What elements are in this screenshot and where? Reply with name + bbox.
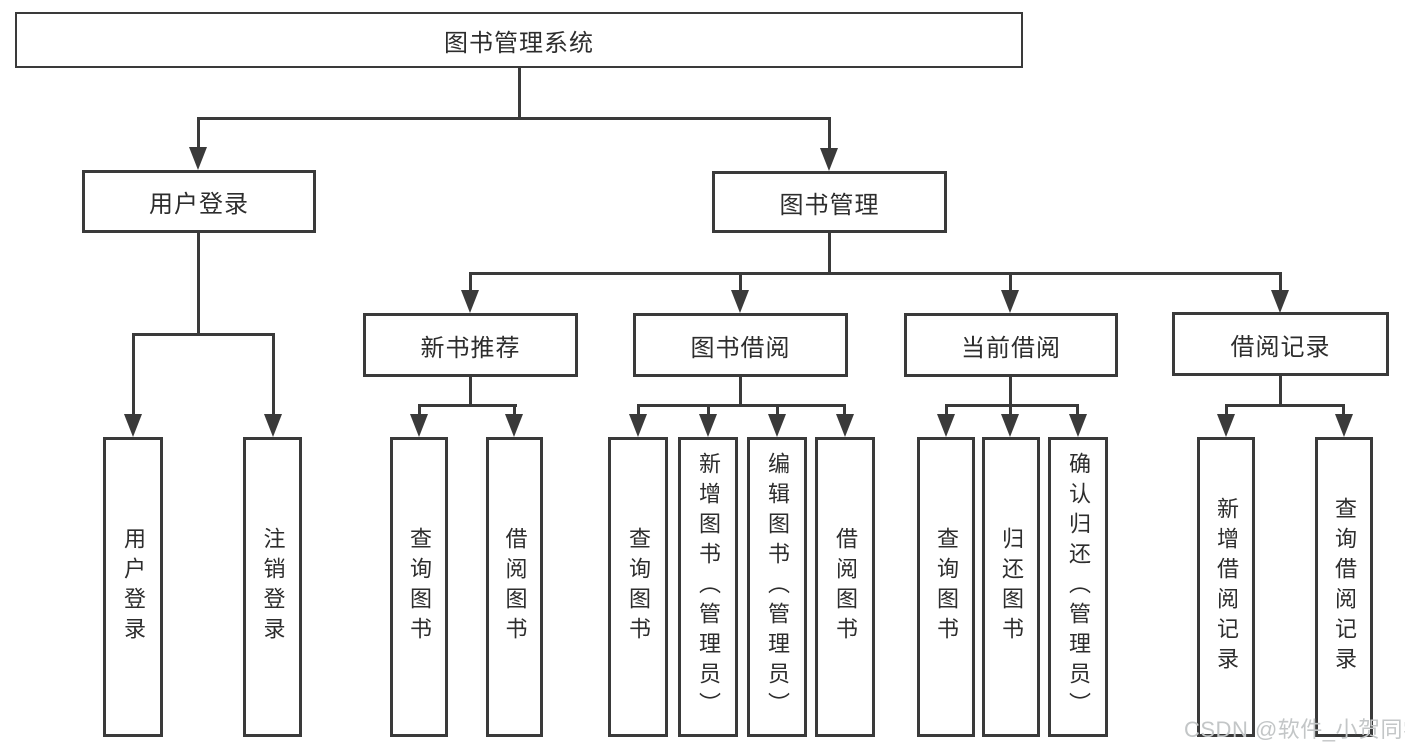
arrow-down-icon [1001, 290, 1019, 313]
leaf-return-books: 归还图书 [982, 437, 1040, 737]
connector-line [739, 272, 742, 294]
node-label: 图书管理 [779, 191, 880, 219]
connector-line [637, 404, 846, 407]
connector-line [945, 404, 948, 418]
connector-line [513, 404, 516, 418]
connector-line [132, 333, 135, 418]
leaf-label: 新增借阅记录 [1214, 497, 1239, 677]
connector-line [418, 404, 517, 407]
arrow-down-icon [1217, 414, 1235, 437]
connector-line [518, 68, 521, 118]
node-label: 图书管理系统 [444, 29, 594, 57]
node-book-management: 图书管理 [712, 171, 947, 233]
leaf-query-books-3: 查询图书 [917, 437, 975, 737]
leaf-label: 新增图书（管理员） [696, 452, 721, 722]
connector-line [1009, 272, 1012, 294]
connector-line [776, 404, 779, 418]
node-current-borrowing: 当前借阅 [904, 313, 1118, 377]
connector-line [469, 272, 1281, 275]
arrow-down-icon [629, 414, 647, 437]
connector-line [197, 117, 200, 152]
arrow-down-icon [124, 414, 142, 437]
leaf-user-login: 用户登录 [103, 437, 163, 737]
leaf-query-books-2: 查询图书 [608, 437, 668, 737]
leaf-logout: 注销登录 [243, 437, 302, 737]
connector-line [828, 117, 831, 152]
node-borrow-records: 借阅记录 [1172, 312, 1389, 376]
connector-line [469, 377, 472, 407]
connector-line [1076, 404, 1079, 418]
leaf-label: 注销登录 [260, 527, 286, 647]
leaf-label: 查询图书 [407, 527, 432, 647]
leaf-label: 借阅图书 [833, 527, 858, 647]
connector-line [1279, 272, 1282, 294]
node-new-book-recommend: 新书推荐 [363, 313, 578, 377]
connector-line [739, 377, 742, 407]
leaf-label: 查询图书 [626, 527, 651, 647]
leaf-add-book-admin: 新增图书（管理员） [678, 437, 738, 737]
leaf-label: 确认归还（管理员） [1066, 452, 1091, 722]
arrow-down-icon [1001, 414, 1019, 437]
leaf-label: 用户登录 [121, 527, 146, 647]
connector-line [132, 333, 275, 336]
connector-line [637, 404, 640, 418]
connector-line [197, 117, 830, 120]
node-label: 借阅记录 [1230, 333, 1331, 361]
arrow-down-icon [768, 414, 786, 437]
arrow-down-icon [699, 414, 717, 437]
node-label: 用户登录 [149, 191, 249, 218]
arrow-down-icon [505, 414, 523, 437]
leaf-query-borrow-record: 查询借阅记录 [1315, 437, 1373, 737]
connector-line [1342, 404, 1345, 418]
connector-line [1009, 404, 1012, 418]
leaf-label: 借阅图书 [502, 527, 528, 647]
arrow-down-icon [820, 148, 838, 171]
leaf-add-borrow-record: 新增借阅记录 [1197, 437, 1255, 737]
connector-line [1279, 376, 1282, 407]
connector-line [418, 404, 421, 418]
connector-line [469, 272, 472, 294]
leaf-label: 查询图书 [934, 527, 959, 647]
arrow-down-icon [461, 290, 479, 313]
leaf-edit-book-admin: 编辑图书（管理员） [747, 437, 807, 737]
arrow-down-icon [1335, 414, 1353, 437]
arrow-down-icon [731, 290, 749, 313]
arrow-down-icon [189, 147, 207, 170]
connector-line [1225, 404, 1228, 418]
connector-line [843, 404, 846, 418]
connector-line [828, 233, 831, 275]
node-label: 新书推荐 [420, 334, 521, 362]
arrow-down-icon [1069, 414, 1087, 437]
connector-line [707, 404, 710, 418]
leaf-confirm-return-admin: 确认归还（管理员） [1048, 437, 1108, 737]
node-book-borrowing: 图书借阅 [633, 313, 848, 377]
connector-line [272, 333, 275, 418]
watermark: CSDN @软件_小贺同学 [1184, 717, 1405, 742]
arrow-down-icon [264, 414, 282, 437]
arrow-down-icon [836, 414, 854, 437]
node-library-system: 图书管理系统 [15, 12, 1023, 68]
connector-line [1009, 377, 1012, 407]
node-user-login: 用户登录 [82, 170, 316, 233]
leaf-borrow-books: 借阅图书 [486, 437, 543, 737]
leaf-query-books: 查询图书 [390, 437, 448, 737]
connector-line [197, 233, 200, 336]
node-label: 图书借阅 [690, 334, 791, 362]
connector-line [1225, 404, 1345, 407]
leaf-label: 归还图书 [999, 527, 1024, 647]
leaf-label: 查询借阅记录 [1332, 497, 1357, 677]
arrow-down-icon [1271, 290, 1289, 313]
arrow-down-icon [937, 414, 955, 437]
leaf-label: 编辑图书（管理员） [765, 452, 790, 722]
leaf-borrow-books-2: 借阅图书 [815, 437, 875, 737]
connector-line [945, 404, 1079, 407]
arrow-down-icon [410, 414, 428, 437]
node-label: 当前借阅 [961, 334, 1061, 362]
